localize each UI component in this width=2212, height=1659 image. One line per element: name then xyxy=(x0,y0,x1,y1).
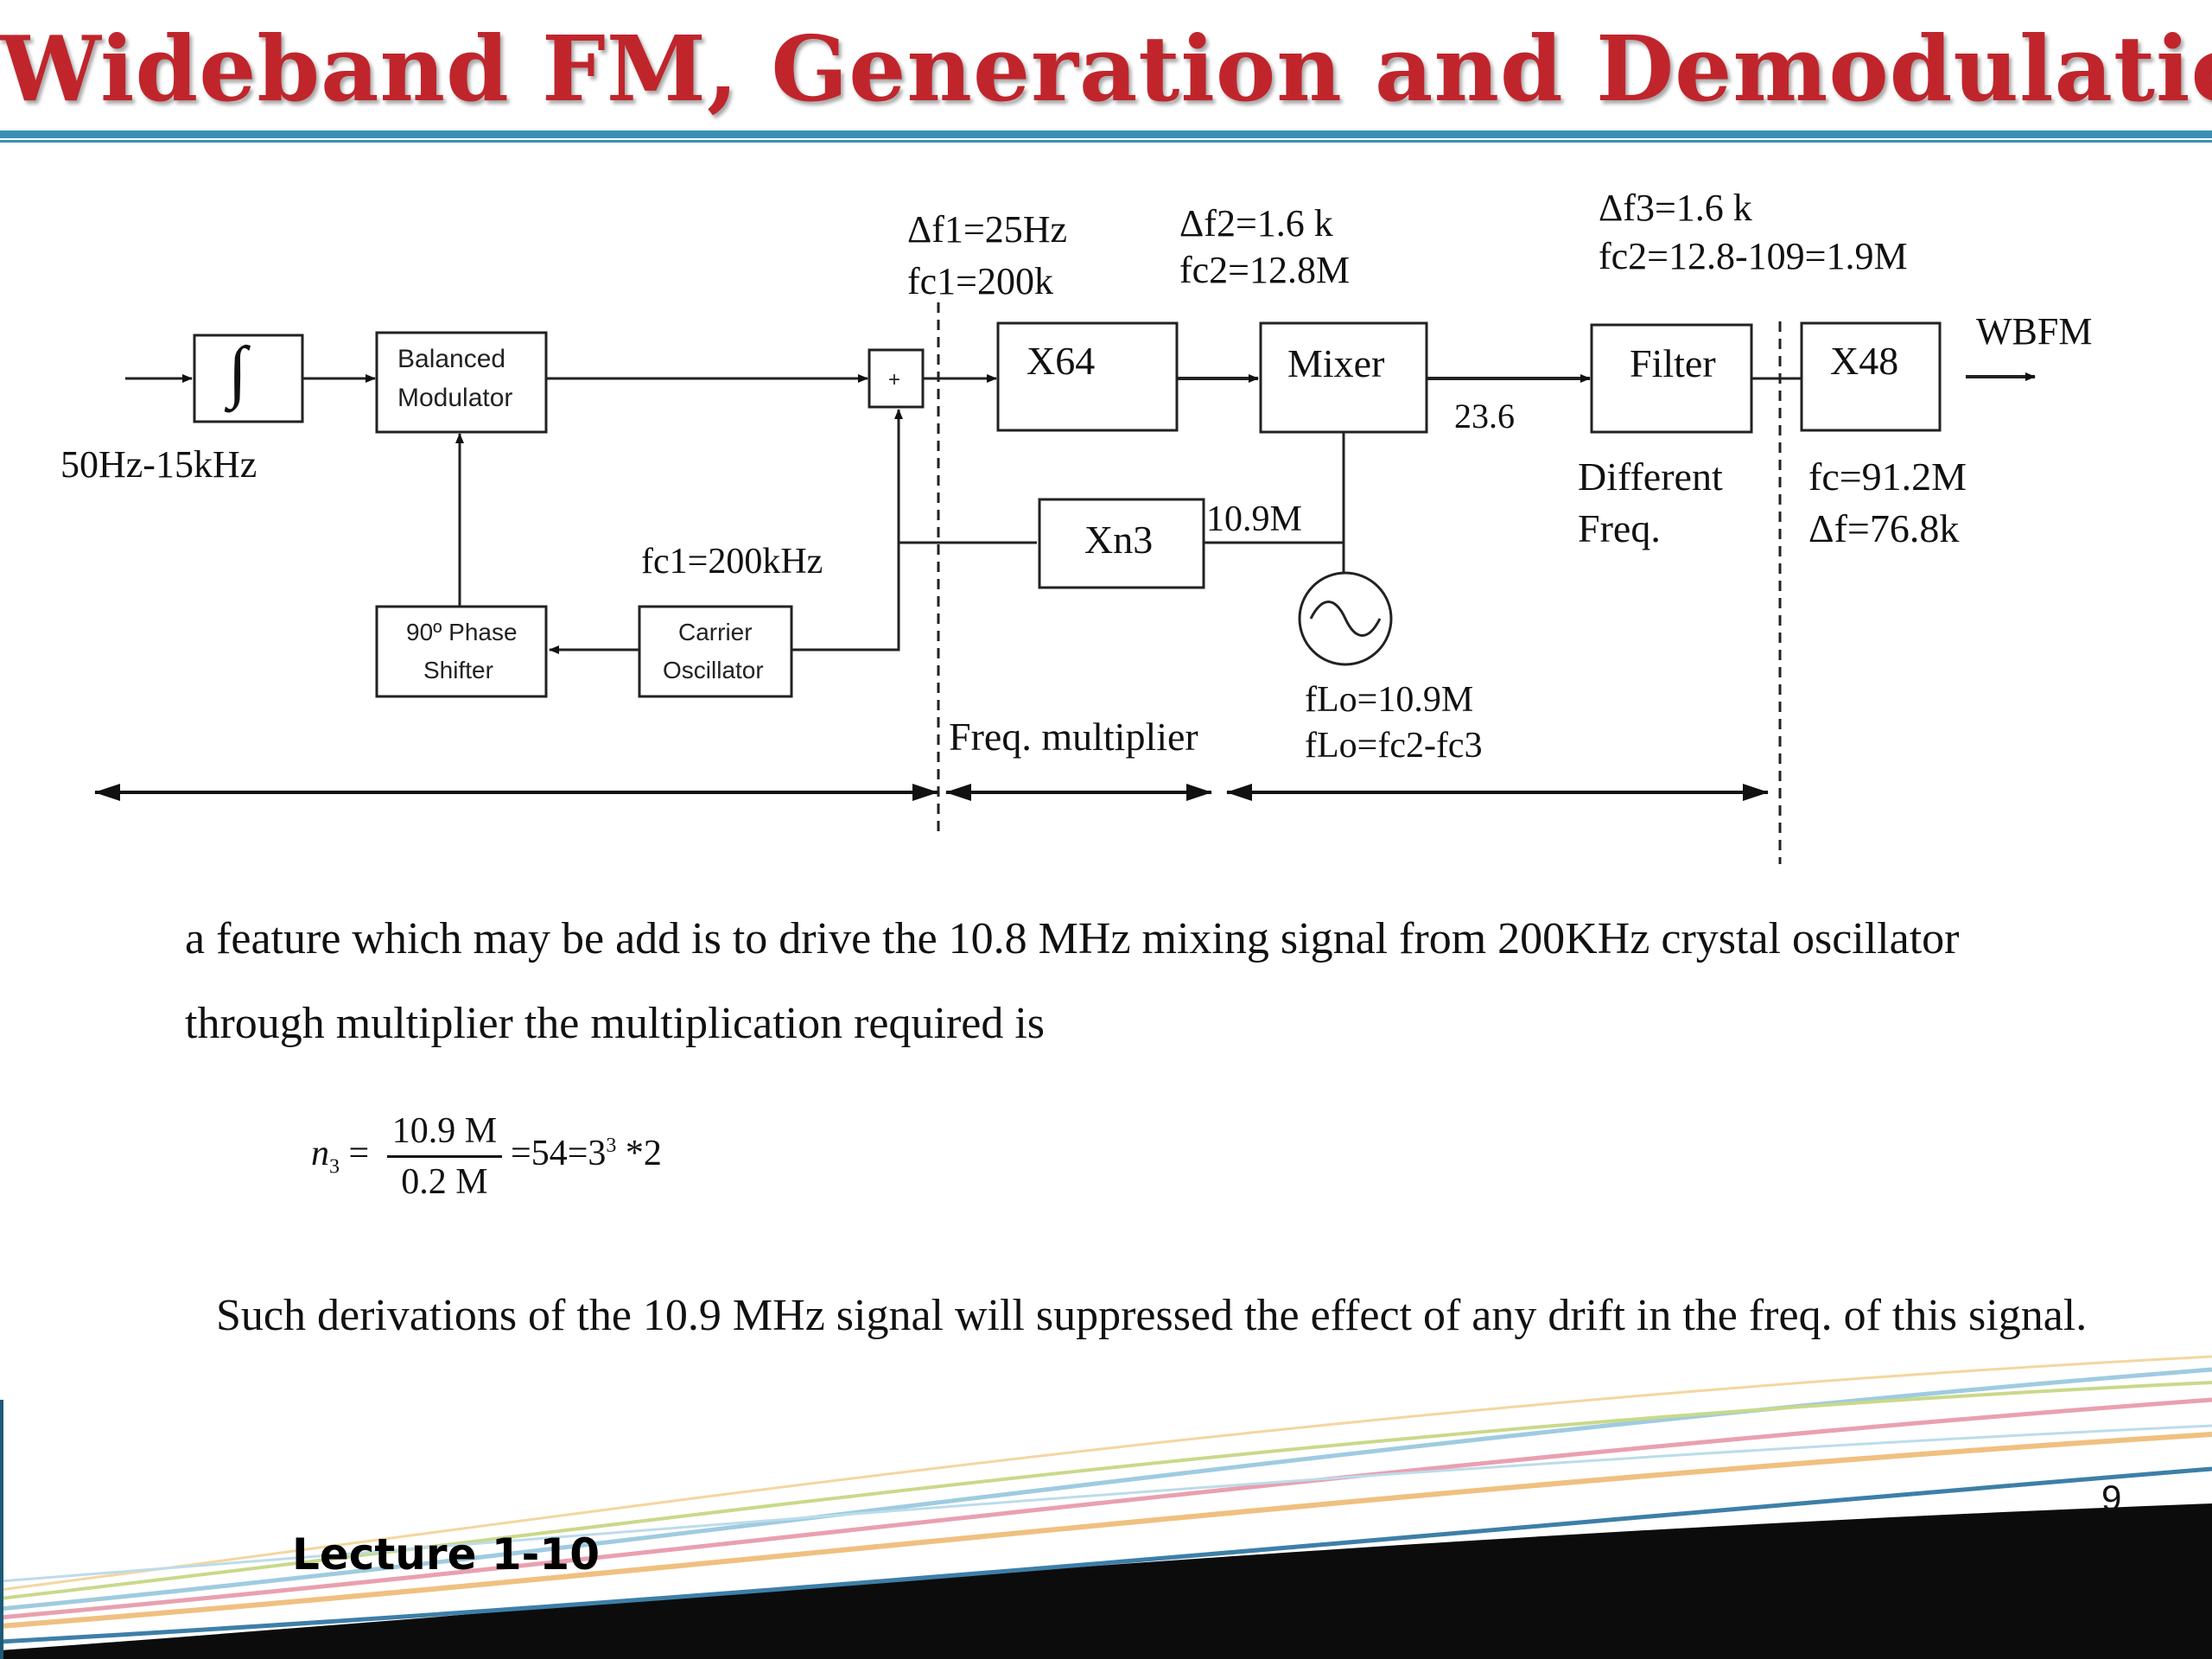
balanced-modulator-label-1: Balanced xyxy=(397,345,505,373)
balanced-modulator-block xyxy=(375,331,548,434)
local-oscillator-freq-label: fLo=10.9M xyxy=(1305,680,1473,720)
formula-subscript: 3 xyxy=(329,1155,340,1179)
filter-block xyxy=(1590,323,1753,434)
carrier-oscillator-label-1: Carrier xyxy=(678,619,753,645)
carrier-frequency-label: fc1=200kHz xyxy=(641,542,823,582)
output-label: WBFM xyxy=(1976,310,2092,353)
title-rule-thin xyxy=(0,140,2212,143)
formula-variable: n xyxy=(311,1134,329,1174)
df3-label: Δf3=1.6 k xyxy=(1599,187,1752,229)
x48-block xyxy=(1800,321,1942,432)
formula-denominator: 0.2 M xyxy=(401,1162,488,1202)
formula-tail: *2 xyxy=(616,1134,662,1174)
lecture-footer: Lecture 1-10 xyxy=(292,1529,601,1580)
fc1-label: fc1=200k xyxy=(907,260,1053,302)
x64-block xyxy=(996,321,1179,432)
integrator-block xyxy=(193,334,304,423)
explanation-paragraph: a feature which may be add is to drive t… xyxy=(185,914,1960,1048)
mixer-label: Mixer xyxy=(1287,341,1384,385)
formula-result: =54=3 xyxy=(511,1134,607,1174)
mixer-block xyxy=(1259,321,1428,434)
mixer-output-label: 23.6 xyxy=(1454,397,1515,435)
input-band-label: 50Hz-15kHz xyxy=(60,443,257,486)
output-carrier-label: fc=91.2M xyxy=(1808,454,1967,499)
integrator-symbol: ∫ xyxy=(224,334,251,413)
phase-shifter-label-1: 90º Phase xyxy=(406,619,518,645)
x48-label: X48 xyxy=(1830,339,1898,383)
freq-label: Freq. xyxy=(1578,506,1661,550)
phase-shifter-block xyxy=(375,605,548,698)
local-oscillator-formula-label: fLo=fc2-fc3 xyxy=(1305,726,1483,766)
decorative-swoosh xyxy=(0,1355,2212,1659)
df1-label: Δf1=25Hz xyxy=(907,208,1067,251)
conclusion-paragraph: Such derivations of the 10.9 MHz signal … xyxy=(216,1291,2088,1340)
x64-label: X64 xyxy=(1027,339,1095,383)
adder-block xyxy=(868,348,925,409)
xn3-output-label: 10.9M xyxy=(1206,499,1302,539)
freq-multiplier-label: Freq. multiplier xyxy=(949,715,1198,759)
title-rule xyxy=(0,130,2212,138)
fc2-label: fc2=12.8M xyxy=(1179,249,1350,291)
multiplication-formula: n3 = 10.9 M 0.2 M =54=33 *2 xyxy=(311,1110,662,1203)
page-number: 9 xyxy=(2101,1478,2122,1518)
xn3-label: Xn3 xyxy=(1084,518,1153,562)
filter-label: Filter xyxy=(1630,341,1716,385)
adder-symbol: + xyxy=(888,368,900,391)
fc2-difference-label: fc2=12.8-109=1.9M xyxy=(1599,235,1908,277)
sine-wave-icon xyxy=(1309,601,1382,637)
xn3-block xyxy=(1038,498,1205,589)
formula-numerator: 10.9 M xyxy=(386,1110,503,1158)
formula-exponent: 3 xyxy=(606,1135,617,1158)
slide-title: Wideband FM, Generation and Demodulation xyxy=(0,16,2212,122)
df2-label: Δf2=1.6 k xyxy=(1179,202,1333,245)
wbfm-block-diagram: ∫ Balanced Modulator + X64 Mixer Filter … xyxy=(60,187,2092,864)
formula-fraction: 10.9 M 0.2 M xyxy=(386,1110,503,1203)
different-label: Different xyxy=(1578,454,1723,499)
carrier-oscillator-label-2: Oscillator xyxy=(663,657,764,683)
output-deviation-label: Δf=76.8k xyxy=(1808,506,1959,550)
balanced-modulator-label-2: Modulator xyxy=(397,384,512,412)
carrier-oscillator-block xyxy=(638,605,793,698)
phase-shifter-label-2: Shifter xyxy=(423,657,493,683)
